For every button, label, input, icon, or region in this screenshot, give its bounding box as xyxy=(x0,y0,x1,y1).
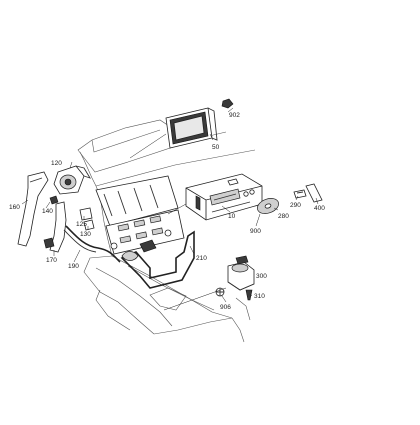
dashboard-outline xyxy=(77,119,256,343)
air-duct-170 xyxy=(43,201,67,253)
callout-160: 160 xyxy=(9,204,20,211)
bracket-902 xyxy=(221,98,234,109)
callout-140: 140 xyxy=(42,208,53,215)
callout-130: 130 xyxy=(80,231,91,238)
callout-labels: 902 50 120 160 140 125 130 170 190 210 1… xyxy=(9,112,325,311)
callout-900: 900 xyxy=(250,228,261,235)
actuator-motor-120 xyxy=(53,165,92,195)
callout-125: 125 xyxy=(76,221,87,228)
callout-300: 300 xyxy=(256,273,267,280)
callout-310: 310 xyxy=(254,293,265,300)
clip-part-400 xyxy=(305,183,323,203)
connector-140 xyxy=(49,195,59,205)
callout-902: 902 xyxy=(229,112,240,119)
cd-disc xyxy=(257,198,279,214)
card-part-290 xyxy=(293,189,307,199)
screw-906 xyxy=(215,287,225,297)
callout-190: 190 xyxy=(68,263,79,270)
callout-290: 290 xyxy=(290,202,301,209)
callout-120: 120 xyxy=(51,160,62,167)
screw-310 xyxy=(245,289,253,301)
bracket-210 xyxy=(120,230,195,289)
hose-190 xyxy=(63,225,121,263)
callout-170: 170 xyxy=(46,257,57,264)
callout-280: 280 xyxy=(278,213,289,220)
radio-head-unit xyxy=(185,173,263,221)
leader-lines xyxy=(21,107,319,311)
flap-125-130 xyxy=(79,207,95,231)
callout-906: 906 xyxy=(220,304,231,311)
callout-10: 10 xyxy=(228,213,236,220)
callout-50: 50 xyxy=(212,144,220,151)
callout-210: 210 xyxy=(196,255,207,262)
display-screen xyxy=(165,107,218,149)
module-300 xyxy=(227,255,255,291)
callout-400: 400 xyxy=(314,205,325,212)
center-console xyxy=(95,175,185,255)
